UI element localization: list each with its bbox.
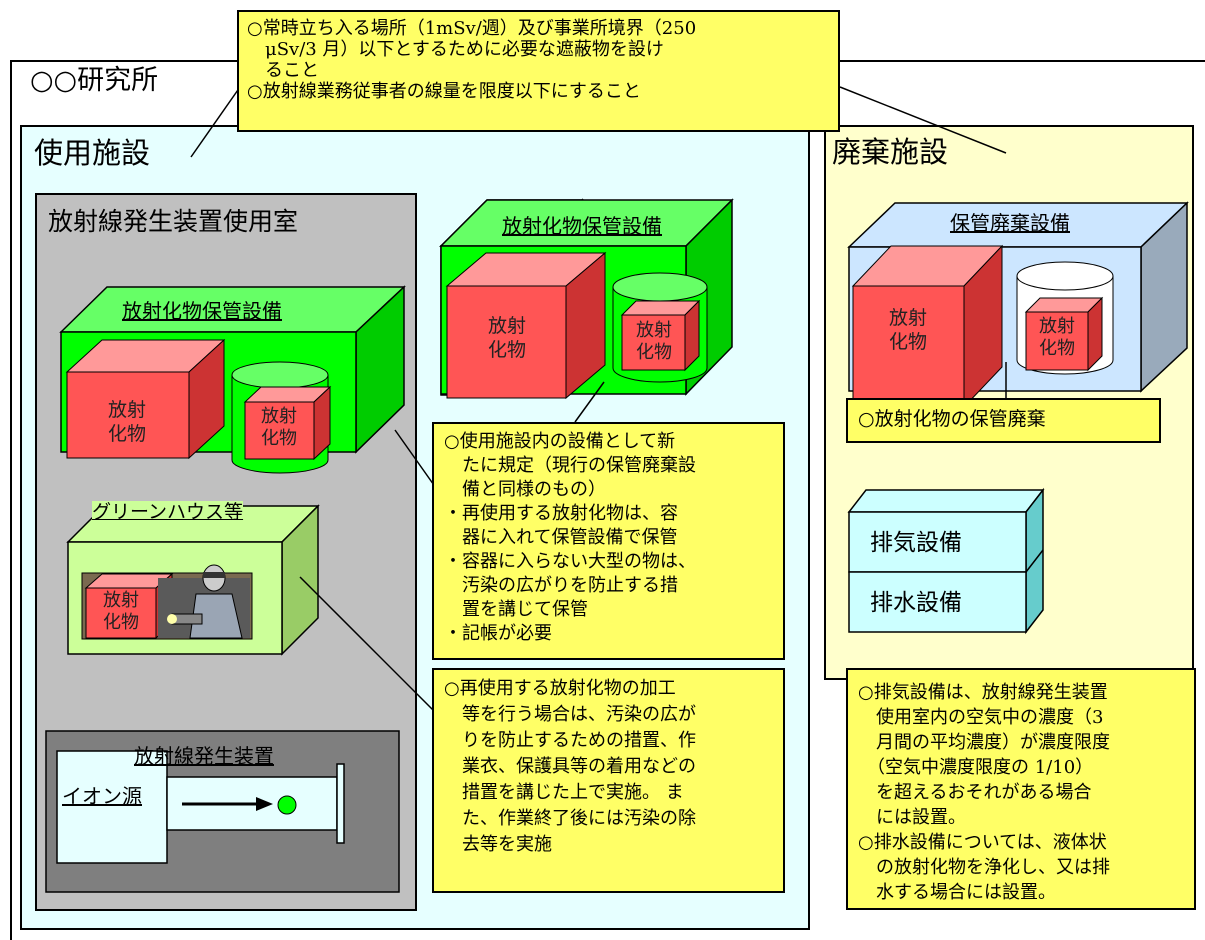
storage-disposal-item: 放射 化物 <box>888 307 927 353</box>
note-line: 等を行う場合は、汚染の広が <box>444 704 696 725</box>
storage-box-room-small-item: 放射 化物 <box>261 406 297 449</box>
generator-room-title: 放射線発生装置使用室 <box>48 207 299 236</box>
note-line: ○放射化物の保管廃棄 <box>858 408 1046 430</box>
storage-box-top-item: 放射 化物 <box>487 315 526 361</box>
note-line: 月間の平均濃度）が濃度限度 <box>858 732 1110 753</box>
use-facility-title: 使用施設 <box>34 136 151 170</box>
note-line: た、作業終了後には汚染の除 <box>444 808 696 829</box>
greenhouse-item: 放射 化物 <box>103 590 139 633</box>
storage-disposal-small-item: 放射 化物 <box>1039 316 1075 359</box>
note-line: ○放射線業務従事者の線量を限度以下にすること <box>247 81 641 102</box>
storage-box-room-item: 放射 化物 <box>107 399 146 445</box>
note-line: ○再使用する放射化物の加工 <box>444 678 676 699</box>
storage-disposal-label: 保管廃棄設備 <box>950 211 1070 235</box>
note-line: μSv/3 月）以下とするために必要な遮蔽物を設け <box>247 39 664 60</box>
note-line: 汚染の広がりを防止する措 <box>444 575 678 596</box>
note-line: ○排気設備は、放射線発生装置 <box>858 682 1108 703</box>
storage-box-top-label: 放射化物保管設備 <box>502 214 662 238</box>
note-line: には設置。 <box>858 807 966 828</box>
worker-figure <box>158 564 250 639</box>
institute-label: ○○研究所 <box>30 65 159 96</box>
note-line: ・再使用する放射化物は、容 <box>444 503 678 524</box>
note-line: 置を講じて保管 <box>444 599 588 620</box>
note-line: 業衣、保護具等の着用などの <box>444 756 696 777</box>
greenhouse-label: グリーンハウス等 <box>92 501 244 524</box>
storage-box-top-small-item: 放射 化物 <box>636 320 672 363</box>
note-line: ・記帳が必要 <box>444 623 552 644</box>
note-line: 措置を講じた上で実施。 ま <box>444 782 684 803</box>
note-line: ○常時立ち入る場所（1mSv/週）及び事業所境界（250 <box>247 18 697 39</box>
note-shielding: ○常時立ち入る場所（1mSv/週）及び事業所境界（250 μSv/3 月）以下と… <box>237 10 840 132</box>
note-line: ○使用施設内の設備として新 <box>444 431 676 452</box>
note-exhaust-drain: ○排気設備は、放射線発生装置 使用室内の空気中の濃度（3 月間の平均濃度）が濃度… <box>846 668 1196 910</box>
note-line: りを防止するための措置、作 <box>444 730 696 751</box>
storage-box-room <box>59 285 406 474</box>
note-line: 水する場合には設置。 <box>858 882 1056 903</box>
note-line: 器に入れて保管設備で保管 <box>444 527 678 548</box>
note-line: ○排水設備については、液体状 <box>858 832 1107 853</box>
note-line: 去等を実施 <box>444 834 552 855</box>
storage-box-room-label: 放射化物保管設備 <box>122 299 282 323</box>
note-greenhouse: ○再使用する放射化物の加工 等を行う場合は、汚染の広が りを防止するための措置、… <box>432 668 785 893</box>
drain-label: 排水設備 <box>870 590 962 616</box>
note-line: の放射化物を浄化し、又は排 <box>858 857 1110 878</box>
ion-source-label: イオン源 <box>62 784 142 808</box>
note-storage: ○使用施設内の設備として新 たに規定（現行の保管廃棄設 備と同様のもの） ・再使… <box>432 422 785 660</box>
exhaust-label: 排気設備 <box>870 530 962 556</box>
note-line: 使用室内の空気中の濃度（3 <box>858 707 1104 728</box>
note-line: を超えるおそれがある場合 <box>858 782 1092 803</box>
generator-label: 放射線発生装置 <box>134 744 274 768</box>
note-line: ・容器に入らない大型の物は、 <box>444 551 696 572</box>
note-line: 備と同様のもの） <box>444 479 606 500</box>
note-line: （空気中濃度限度の 1/10） <box>858 757 1094 778</box>
note-line: ること <box>247 60 319 81</box>
note-disposal: ○放射化物の保管廃棄 <box>846 398 1161 443</box>
note-line: たに規定（現行の保管廃棄設 <box>444 455 696 476</box>
disposal-facility-title: 廃棄施設 <box>832 135 949 169</box>
